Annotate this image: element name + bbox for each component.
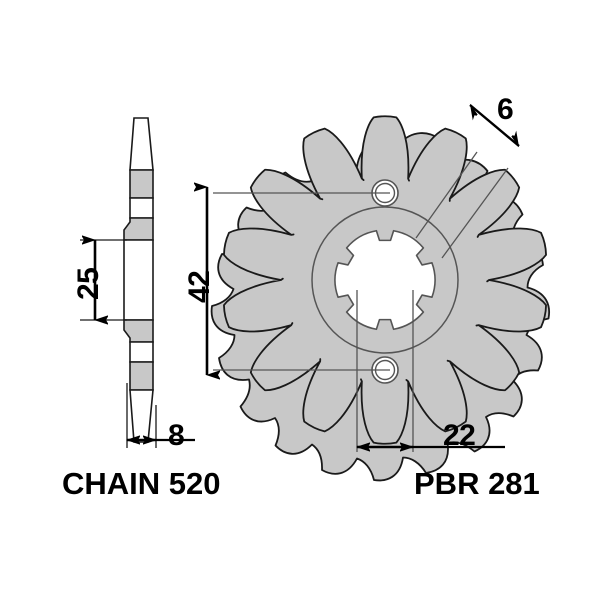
dimension-label-22: 22 (443, 419, 476, 452)
profile-hub-body (123, 239, 154, 321)
chain-label: CHAIN 520 (62, 466, 221, 501)
leader-line-spline-b (441, 167, 509, 259)
leader-line-spline-a (415, 151, 478, 239)
side-profile-view (80, 117, 195, 448)
dimension-label-25: 25 (72, 267, 105, 300)
profile-top-band-white (129, 197, 154, 219)
hub-outer-circle (311, 206, 459, 354)
spline-bore-path (334, 229, 436, 331)
dimension-label-42: 42 (183, 270, 216, 303)
dim-line-6 (469, 105, 520, 146)
profile-bottom-shoulder (123, 319, 154, 343)
profile-top-tooth (129, 117, 154, 171)
dimension-label-8: 8 (168, 419, 185, 452)
part-number-label: PBR 281 (414, 466, 540, 501)
profile-bottom-band-1 (129, 361, 154, 391)
profile-top-band-1 (129, 169, 154, 199)
spline-bore (334, 229, 436, 331)
profile-bottom-tooth (129, 389, 154, 443)
dimension-label-6: 6 (497, 93, 514, 126)
profile-top-shoulder (123, 217, 154, 241)
profile-bottom-band-white (129, 341, 154, 363)
face-view (207, 105, 550, 482)
